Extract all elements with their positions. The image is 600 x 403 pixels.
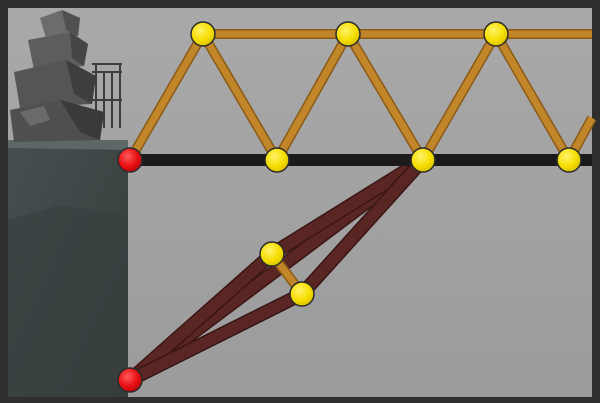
steel-beam[interactable] [125, 248, 277, 386]
top-joint-1-joint[interactable] [190, 21, 216, 47]
brace-joint-lower-joint[interactable] [289, 281, 315, 307]
steel-beams [125, 154, 429, 387]
road-beam[interactable] [128, 154, 592, 166]
deck-joint-3-joint[interactable] [556, 147, 582, 173]
fence-structure [92, 63, 122, 128]
steel-beam[interactable] [126, 287, 306, 387]
left-cliff [8, 140, 128, 397]
top-joint-3-joint[interactable] [483, 21, 509, 47]
steel-beam[interactable] [296, 155, 429, 299]
brace-joint-upper-joint[interactable] [259, 241, 285, 267]
road-deck [128, 154, 592, 166]
wood-beam[interactable] [125, 31, 208, 163]
wood-beam[interactable] [491, 31, 574, 163]
steel-beam[interactable] [268, 154, 427, 260]
wood-beam[interactable] [343, 31, 428, 163]
wood-beam[interactable] [418, 31, 501, 163]
deck-joint-1-joint[interactable] [264, 147, 290, 173]
deck-joint-2-joint[interactable] [410, 147, 436, 173]
rock-pile [10, 10, 104, 142]
joints-layer [117, 21, 582, 393]
wood-beam[interactable] [272, 31, 353, 163]
wood-beam[interactable] [198, 31, 282, 163]
top-joint-2-joint[interactable] [335, 21, 361, 47]
anchor-lower-left-anchor-point[interactable] [117, 367, 143, 393]
anchor-upper-left-anchor-point[interactable] [117, 147, 143, 173]
